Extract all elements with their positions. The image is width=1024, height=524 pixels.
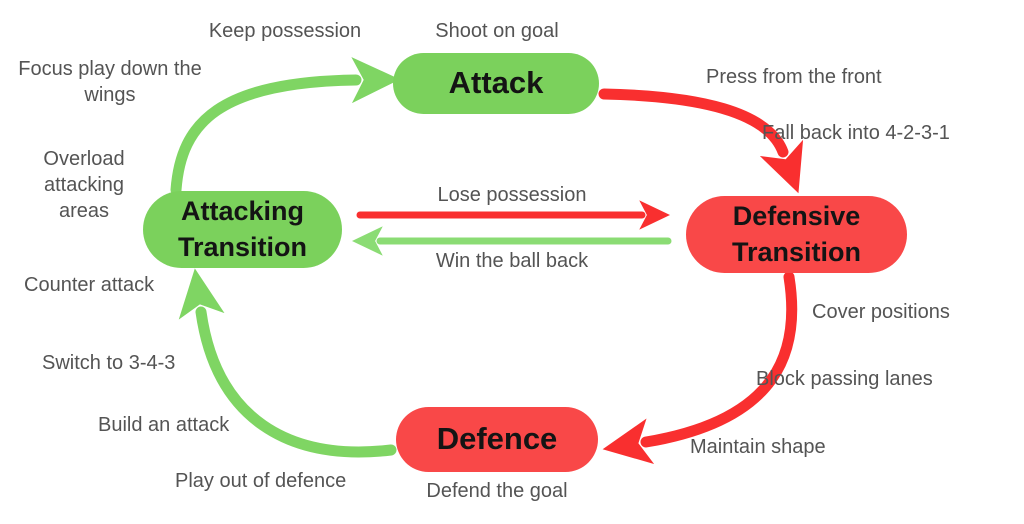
annotation-keep-possession: Keep possession: [208, 20, 362, 42]
arrow-attacking-transition-to-attack: [170, 56, 400, 196]
node-defence-label: Defence: [436, 421, 558, 457]
edge-label-win-the-ball-back: Win the ball back: [435, 250, 589, 272]
node-attacking-transition-label: Attacking Transition: [177, 196, 307, 262]
node-defence: Defence: [396, 407, 598, 472]
node-attacking-transition: Attacking Transition: [143, 191, 342, 268]
annotation-fall-back-into-4-2-3-1: Fall back into 4-2-3-1: [762, 122, 950, 144]
node-defensive-transition-label: Defensive Transition: [731, 201, 861, 267]
annotation-overload-attacking-areas: Overload attacking areas: [43, 148, 125, 222]
annotation-maintain-shape: Maintain shape: [690, 436, 826, 458]
arrow-defensive-transition-to-defence: [602, 271, 798, 465]
annotation-cover-positions: Cover positions: [812, 301, 950, 323]
annotation-focus-play-down-the-wings: Focus play down the wings: [18, 58, 202, 106]
annotation-press-from-the-front: Press from the front: [706, 66, 882, 88]
annotation-shoot-on-goal: Shoot on goal: [435, 20, 559, 42]
arrow-attack-to-defensive-transition: [598, 88, 804, 194]
annotation-defend-the-goal: Defend the goal: [426, 480, 568, 502]
annotation-counter-attack: Counter attack: [24, 274, 155, 296]
annotation-build-an-attack: Build an attack: [98, 414, 230, 436]
arrow-defence-to-attacking-transition: [178, 268, 397, 458]
annotation-play-out-of-defence: Play out of defence: [175, 470, 347, 492]
edge-label-lose-possession: Lose possession: [437, 184, 587, 206]
node-attack-label: Attack: [448, 65, 544, 101]
annotation-block-passing-lanes: Block passing lanes: [756, 368, 933, 390]
annotation-switch-to-3-4-3: Switch to 3-4-3: [42, 352, 176, 374]
node-attack: Attack: [393, 53, 599, 114]
node-defensive-transition: Defensive Transition: [686, 196, 907, 273]
